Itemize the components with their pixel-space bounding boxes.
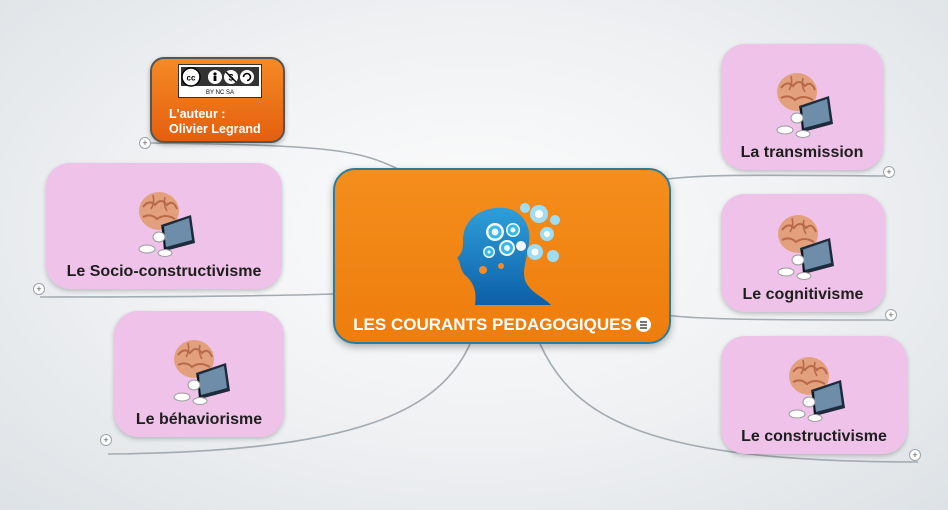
- link-transmission: [659, 174, 891, 181]
- link-behaviorisme: [107, 343, 471, 455]
- topic-behaviorisme[interactable]: Le béhaviorisme: [114, 311, 284, 437]
- central-topic[interactable]: LES COURANTS PEDAGOGIQUES: [333, 168, 671, 344]
- topic-label: Le béhaviorisme: [135, 411, 263, 428]
- topic-socio-constructivisme[interactable]: Le Socio-constructivisme: [46, 163, 282, 289]
- notes-icon[interactable]: [635, 317, 651, 332]
- topic-label: La transmission: [740, 144, 864, 161]
- brain-reading-book-icon: [138, 191, 196, 257]
- head-gears-icon: [457, 203, 560, 305]
- brain-reading-book-icon: [776, 72, 834, 138]
- svg-text:BY NC SA: BY NC SA: [206, 90, 234, 96]
- link-cognitivisme: [664, 314, 893, 321]
- topic-transmission[interactable]: La transmission: [721, 44, 883, 170]
- creative-commons-icon: cc $ BY NC SA: [178, 64, 262, 98]
- author-name: Olivier Legrand: [169, 122, 261, 136]
- brain-reading-book-icon: [777, 214, 835, 280]
- expand-icon[interactable]: +: [885, 309, 897, 321]
- expand-icon[interactable]: +: [139, 137, 151, 149]
- brain-reading-book-icon: [173, 339, 231, 405]
- topic-cognitivisme[interactable]: Le cognitivisme: [721, 194, 885, 312]
- central-topic-title: LES COURANTS PEDAGOGIQUES: [353, 315, 632, 334]
- expand-icon[interactable]: +: [909, 449, 921, 461]
- topic-label: Le cognitivisme: [742, 286, 864, 303]
- topic-label: Le constructivisme: [741, 428, 887, 445]
- brain-reading-book-icon: [788, 356, 846, 422]
- author-node[interactable]: cc $ BY NC SA L'auteur : Olivier Legrand: [150, 57, 285, 143]
- topic-label: Le Socio-constructivisme: [66, 263, 262, 280]
- expand-icon[interactable]: +: [100, 434, 112, 446]
- topic-constructivisme[interactable]: Le constructivisme: [721, 336, 907, 454]
- expand-icon[interactable]: +: [883, 166, 895, 178]
- link-author: [149, 142, 401, 171]
- link-constructivisme: [539, 343, 919, 463]
- expand-icon[interactable]: +: [33, 283, 45, 295]
- svg-text:cc: cc: [187, 74, 196, 83]
- author-label: L'auteur :: [169, 107, 226, 121]
- link-socio-constructivisme: [39, 293, 334, 298]
